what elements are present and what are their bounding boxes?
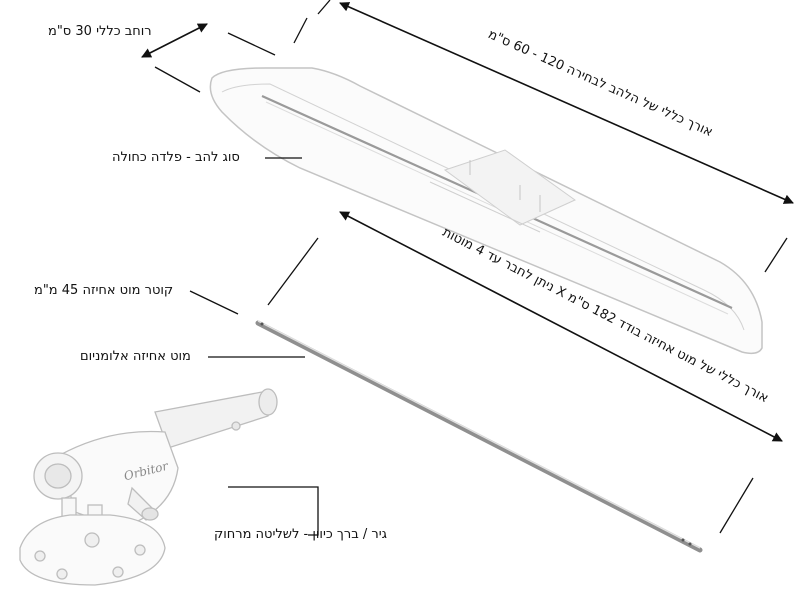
length-dimension-arrow: [339, 2, 794, 204]
rod-diameter-label: קוטר מוט אחיזה 45 מ"מ: [34, 283, 174, 298]
blade-type-label: סוג להב - פלדה כחולה: [112, 150, 240, 165]
width-dimension-arrow: [141, 23, 208, 58]
handle-rod-illustration: [255, 320, 703, 553]
leader-lines: [154, 0, 788, 536]
width-label: רוחב כללי 30 ס"מ: [48, 24, 152, 39]
rod-material-label: מוט אחיזה אלומניום: [80, 349, 191, 364]
gear-illustration: [19, 388, 278, 586]
gear-label: גיר / ברך כיוון - לשליטה מרחוק: [214, 527, 387, 542]
rod-length-dimension-arrow: [339, 211, 783, 442]
